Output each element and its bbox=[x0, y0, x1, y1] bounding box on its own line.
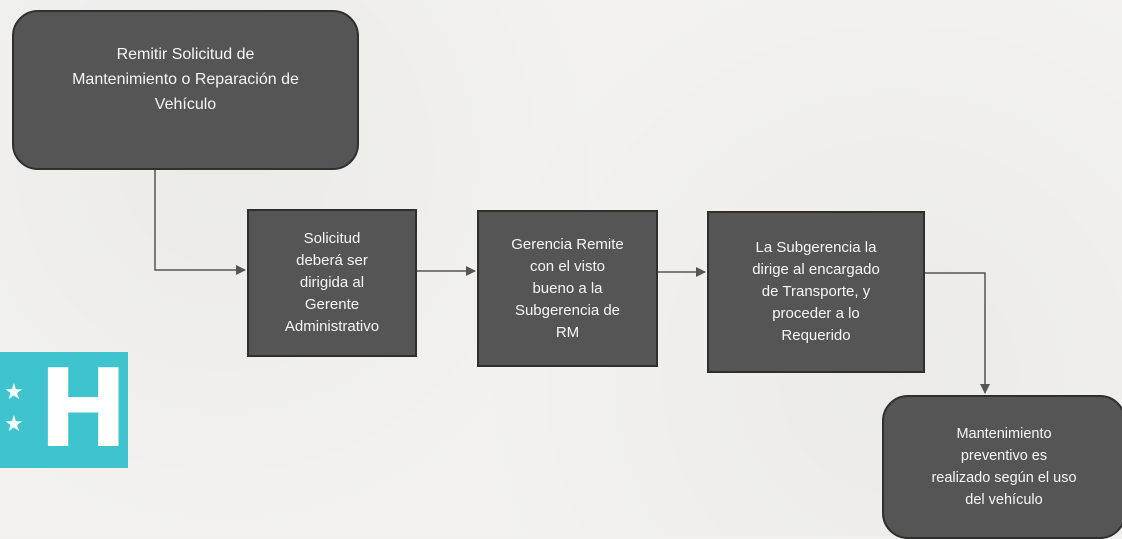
step-gerencia-remite: Gerencia Remite con el visto bueno a la … bbox=[477, 210, 658, 367]
step-mantenimiento-realizado-text: Mantenimiento preventivo es realizado se… bbox=[931, 426, 1077, 508]
step-solicitud-gerente: Solicitud deberá ser dirigida al Gerente… bbox=[247, 209, 417, 357]
step-mantenimiento-realizado: Mantenimiento preventivo es realizado se… bbox=[882, 395, 1122, 539]
step-solicitud-gerente-text: Solicitud deberá ser dirigida al Gerente… bbox=[284, 230, 380, 335]
step-gerencia-remite-text: Gerencia Remite con el visto bueno a la … bbox=[511, 235, 624, 341]
step-subgerencia-dirige: La Subgerencia la dirige al encargado de… bbox=[707, 211, 925, 373]
logo-letter: H bbox=[38, 347, 129, 472]
star-icon: ★ bbox=[4, 380, 24, 405]
step-remitir-solicitud: Remitir Solicitud de Mantenimiento o Rep… bbox=[12, 10, 359, 170]
step-subgerencia-dirige-text: La Subgerencia la dirige al encargado de… bbox=[752, 239, 880, 344]
star-icon: ★ bbox=[4, 412, 24, 437]
connector-step4-to-end bbox=[925, 272, 990, 394]
logo-badge: ★ ★ H bbox=[0, 352, 128, 468]
step-remitir-solicitud-text: Remitir Solicitud de Mantenimiento o Rep… bbox=[72, 46, 299, 113]
connector-start-to-step2 bbox=[154, 170, 246, 275]
